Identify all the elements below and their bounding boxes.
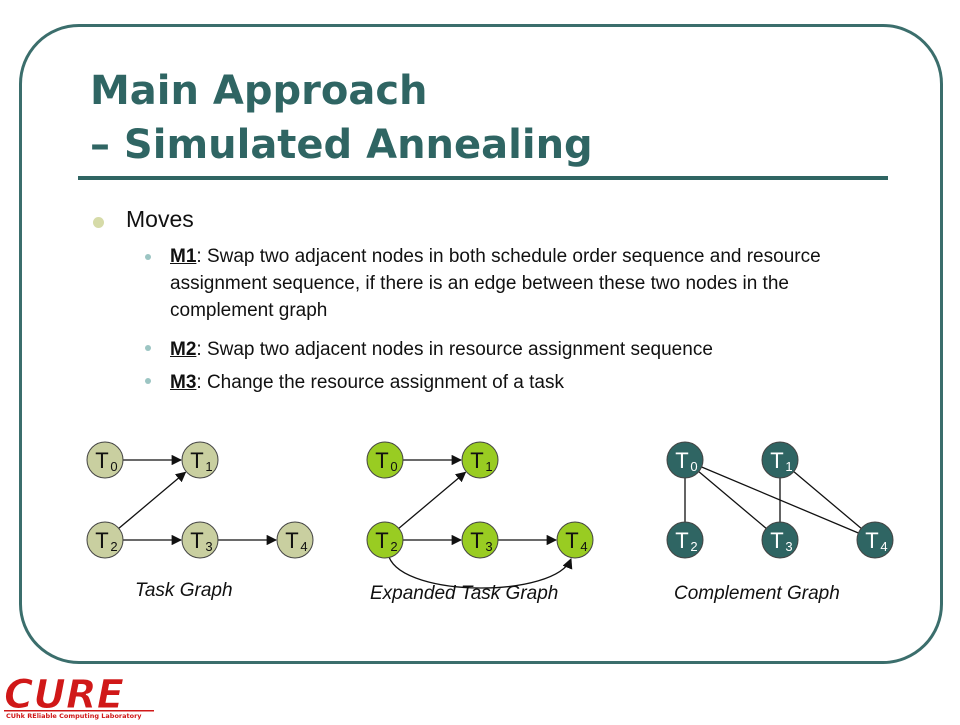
node-subscript-T0: 0 xyxy=(690,459,697,474)
node-subscript-T1: 1 xyxy=(785,459,792,474)
svg-text:CUhk REliable Computing Labora: CUhk REliable Computing Laboratory xyxy=(6,712,142,720)
node-subscript-T4: 4 xyxy=(880,539,887,554)
node-label-T1: T xyxy=(770,448,783,473)
node-T4 xyxy=(276,521,314,559)
node-T2 xyxy=(86,521,124,559)
subbullet-dot xyxy=(145,345,151,351)
bullet-dot xyxy=(93,217,104,228)
node-subscript-T3: 3 xyxy=(485,539,492,554)
subbullet-m1: M1: Swap two adjacent nodes in both sche… xyxy=(170,243,860,324)
node-label-T2: T xyxy=(95,528,108,553)
node-subscript-T1: 1 xyxy=(485,459,492,474)
subbullet-m3: M3: Change the resource assignment of a … xyxy=(170,369,860,396)
node-subscript-T4: 4 xyxy=(580,539,587,554)
node-T1 xyxy=(461,441,499,479)
node-T0 xyxy=(86,441,124,479)
slide-title: Main Approach – Simulated Annealing xyxy=(90,64,593,172)
node-subscript-T2: 2 xyxy=(390,539,397,554)
node-T4 xyxy=(556,521,594,559)
node-T3 xyxy=(761,521,799,559)
node-subscript-T0: 0 xyxy=(390,459,397,474)
node-T1 xyxy=(181,441,219,479)
node-label-T1: T xyxy=(190,448,203,473)
node-T2 xyxy=(366,521,404,559)
node-T0 xyxy=(666,441,704,479)
node-T3 xyxy=(461,521,499,559)
subbullet-m2: M2: Swap two adjacent nodes in resource … xyxy=(170,336,860,363)
node-subscript-T3: 3 xyxy=(785,539,792,554)
cure-logo-mark: CURE CUhk REliable Computing Laboratory xyxy=(4,672,154,720)
caption-complement-graph: Complement Graph xyxy=(674,583,840,604)
edge-T2-T1 xyxy=(398,471,467,529)
node-T3 xyxy=(181,521,219,559)
node-label-T2: T xyxy=(375,528,388,553)
node-label-T4: T xyxy=(285,528,298,553)
node-label-T3: T xyxy=(470,528,483,553)
node-T1 xyxy=(761,441,799,479)
node-label-T0: T xyxy=(95,448,108,473)
title-line-2: – Simulated Annealing xyxy=(90,122,593,168)
caption-expanded-task-graph: Expanded Task Graph xyxy=(370,583,559,604)
edge-T0-T3 xyxy=(684,459,781,541)
edge-T1-T4 xyxy=(779,459,876,541)
node-subscript-T3: 3 xyxy=(205,539,212,554)
bullet-moves: Moves xyxy=(126,206,194,232)
node-label-T4: T xyxy=(865,528,878,553)
edge-T2-T1 xyxy=(118,471,187,529)
node-label-T0: T xyxy=(675,448,688,473)
move-text: : Change the resource assignment of a ta… xyxy=(196,372,564,393)
move-text: : Swap two adjacent nodes in both schedu… xyxy=(170,246,821,321)
subbullet-dot xyxy=(145,378,151,384)
move-key: M2 xyxy=(170,339,197,360)
node-subscript-T2: 2 xyxy=(110,539,117,554)
node-subscript-T1: 1 xyxy=(205,459,212,474)
slide-frame xyxy=(19,24,943,664)
node-subscript-T2: 2 xyxy=(690,539,697,554)
node-T4 xyxy=(856,521,894,559)
caption-task-graph: Task Graph xyxy=(135,580,233,601)
curved-edge-T2-T4 xyxy=(388,556,573,589)
node-label-T3: T xyxy=(770,528,783,553)
node-subscript-T4: 4 xyxy=(300,539,307,554)
move-key: M3 xyxy=(170,372,197,393)
move-key: M1 xyxy=(170,246,197,267)
node-label-T4: T xyxy=(565,528,578,553)
node-label-T3: T xyxy=(190,528,203,553)
cure-logo: CURE CUhk REliable Computing Laboratory xyxy=(2,672,158,720)
node-label-T2: T xyxy=(675,528,688,553)
node-subscript-T0: 0 xyxy=(110,459,117,474)
node-T0 xyxy=(366,441,404,479)
subbullet-dot xyxy=(145,254,151,260)
node-label-T0: T xyxy=(375,448,388,473)
node-label-T1: T xyxy=(470,448,483,473)
title-divider xyxy=(78,176,888,180)
move-text: : Swap two adjacent nodes in resource as… xyxy=(196,339,713,360)
node-T2 xyxy=(666,521,704,559)
title-line-1: Main Approach xyxy=(90,68,428,114)
